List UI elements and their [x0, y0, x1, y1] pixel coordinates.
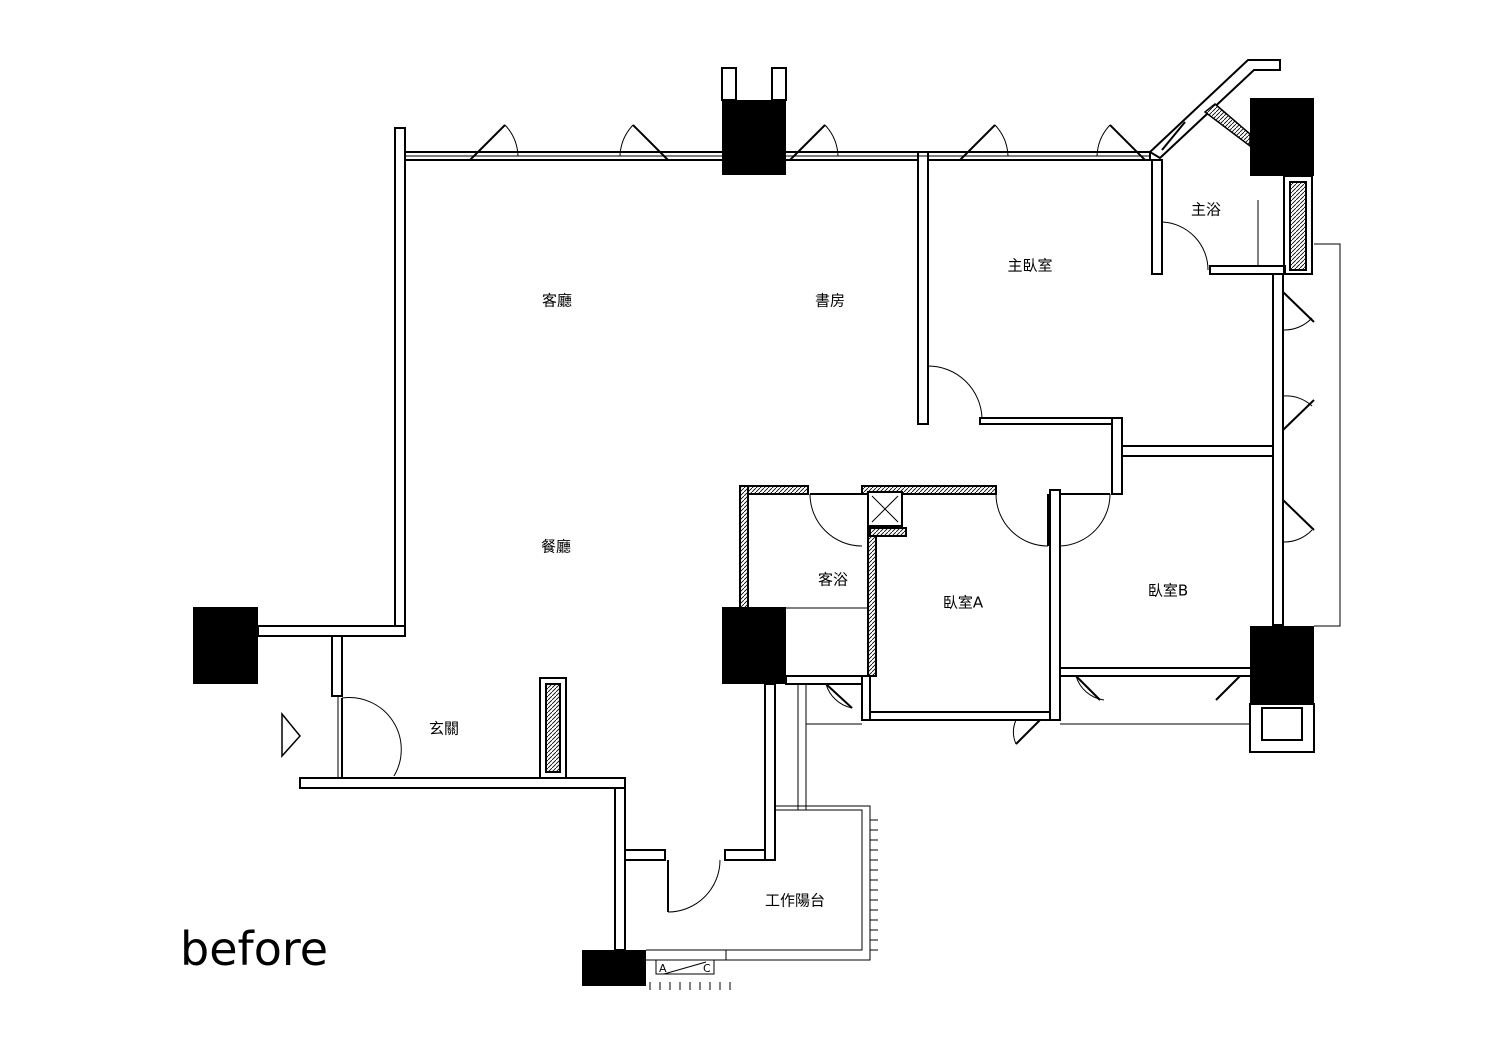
- shafts: [1249, 175, 1315, 753]
- dining-cabinet: [539, 677, 567, 779]
- top-column-ears: [721, 67, 787, 101]
- ac-marker: A C: [655, 959, 715, 975]
- thin-outlines: [337, 200, 1341, 961]
- bath-partition: [1203, 103, 1251, 148]
- room-label-living: 客廳: [541, 291, 573, 310]
- room-label-master-bedroom: 主臥室: [1007, 256, 1053, 275]
- room-label-service-balcony: 工作陽台: [764, 891, 826, 910]
- marker-a: A: [659, 962, 667, 975]
- room-label-bedroom-a: 臥室A: [942, 593, 984, 612]
- room-label-bedroom-b: 臥室B: [1147, 581, 1189, 600]
- exterior-walls: [257, 59, 1286, 951]
- entrance-arrow-icon: [281, 711, 301, 758]
- room-label-entrance: 玄關: [428, 719, 460, 738]
- marker-c: C: [703, 962, 711, 975]
- columns: [193, 98, 1314, 986]
- balcony-railing: [649, 819, 878, 990]
- plan-caption: before: [180, 922, 329, 976]
- room-label-study: 書房: [814, 291, 846, 310]
- room-label-master-bath: 主浴: [1190, 200, 1222, 219]
- guest-bath-shaft: [867, 491, 903, 527]
- room-label-dining: 餐廳: [540, 537, 572, 556]
- room-label-guest-bath: 客浴: [817, 570, 849, 589]
- doors: [341, 121, 1315, 913]
